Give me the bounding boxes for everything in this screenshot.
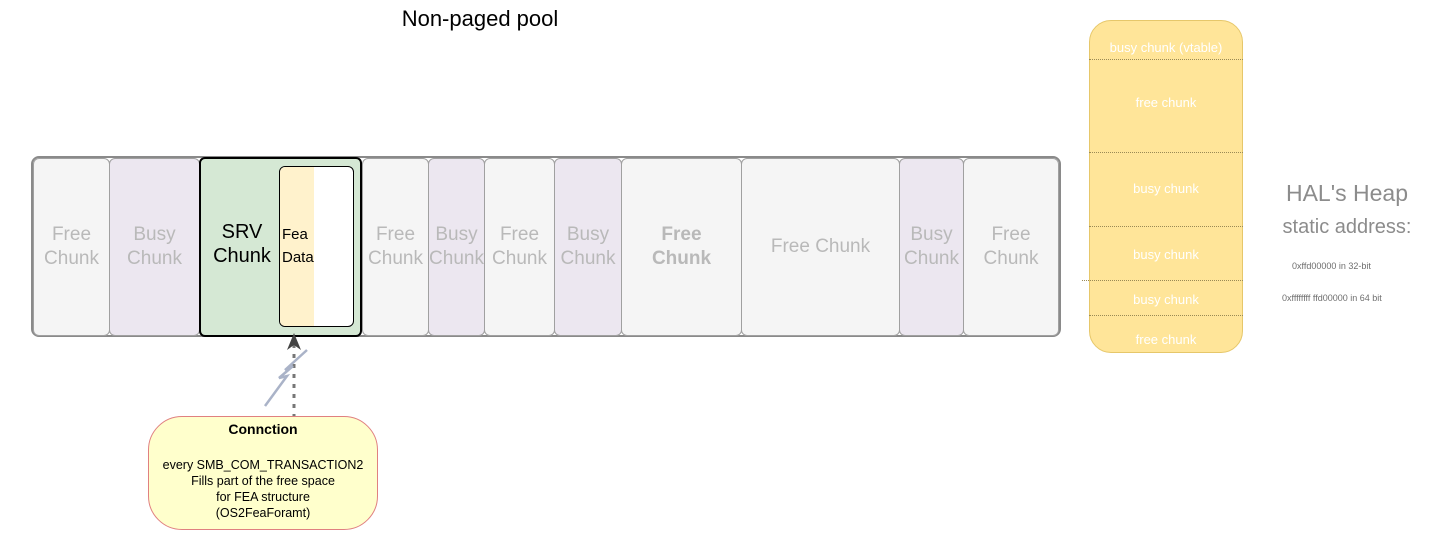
pool-chunk-1: Free Chunk <box>33 158 110 336</box>
hal-heap-column <box>1089 20 1243 353</box>
pool-chunk-2: Busy Chunk <box>109 158 200 336</box>
hal-chunk-row: busy chunk (vtable) <box>1109 40 1223 55</box>
pool-chunk-label: Free Chunk <box>983 224 1039 269</box>
pool-chunk-label: Free Chunk <box>44 224 99 269</box>
connection-arrow <box>263 333 308 418</box>
pool-chunk-label: Busy Chunk <box>560 224 616 269</box>
connection-callout <box>148 416 378 530</box>
pool-chunk-7: Free Chunk <box>621 158 742 336</box>
fea-data-fill <box>280 167 314 326</box>
pool-chunk-9: Busy Chunk <box>899 158 964 336</box>
hal-chunk-row: free chunk <box>1135 95 1197 110</box>
pool-chunk-5: Free Chunk <box>484 158 555 336</box>
hal-chunk-row: busy chunk <box>1133 181 1199 196</box>
pool-chunk-label: Free Chunk <box>368 224 423 269</box>
srv-chunk-label: SRV Chunk <box>213 221 271 267</box>
pool-chunk-label: Free Chunk <box>492 224 547 269</box>
diagram-title: Non-paged pool <box>401 6 559 31</box>
connection-title: Connction <box>228 421 298 437</box>
hal-heap-title: HAL's Heap <box>1285 180 1408 206</box>
pool-chunk-label: Busy Chunk <box>904 224 959 269</box>
pool-chunk-6: Busy Chunk <box>554 158 622 336</box>
hal-chunk-row: free chunk <box>1135 332 1197 347</box>
connection-description: every SMB_COM_TRANSACTION2 Fills part of… <box>162 458 364 520</box>
pool-chunk-label: Free Chunk <box>651 224 712 269</box>
hal-divider <box>1082 280 1243 281</box>
hal-divider <box>1089 226 1243 227</box>
hal-address-64bit: 0xffffffff ffd00000 in 64 bit <box>1282 293 1382 303</box>
pool-chunk-label: Busy Chunk <box>429 224 484 269</box>
arrow-head-icon <box>287 333 301 350</box>
pool-chunk-label: Busy Chunk <box>127 224 182 269</box>
pool-chunk-3: Free Chunk <box>362 158 429 336</box>
fea-data-box <box>279 166 354 327</box>
pool-chunk-4: Busy Chunk <box>428 158 485 336</box>
hal-divider <box>1089 152 1243 153</box>
pool-chunk-label: Free Chunk <box>770 236 871 257</box>
hal-divider <box>1089 315 1243 316</box>
hal-chunk-row: busy chunk <box>1133 247 1199 262</box>
hal-address-32bit: 0xffd00000 in 32-bit <box>1292 261 1371 271</box>
pool-chunk-8: Free Chunk <box>741 158 900 336</box>
hal-divider <box>1089 59 1243 60</box>
fea-data-label: Fea Data <box>282 226 314 266</box>
pool-chunk-10: Free Chunk <box>963 158 1059 336</box>
hal-static-address-label: static address: <box>1282 216 1412 238</box>
lightning-bolt-icon <box>263 349 308 407</box>
hal-chunk-row: busy chunk <box>1133 292 1199 307</box>
